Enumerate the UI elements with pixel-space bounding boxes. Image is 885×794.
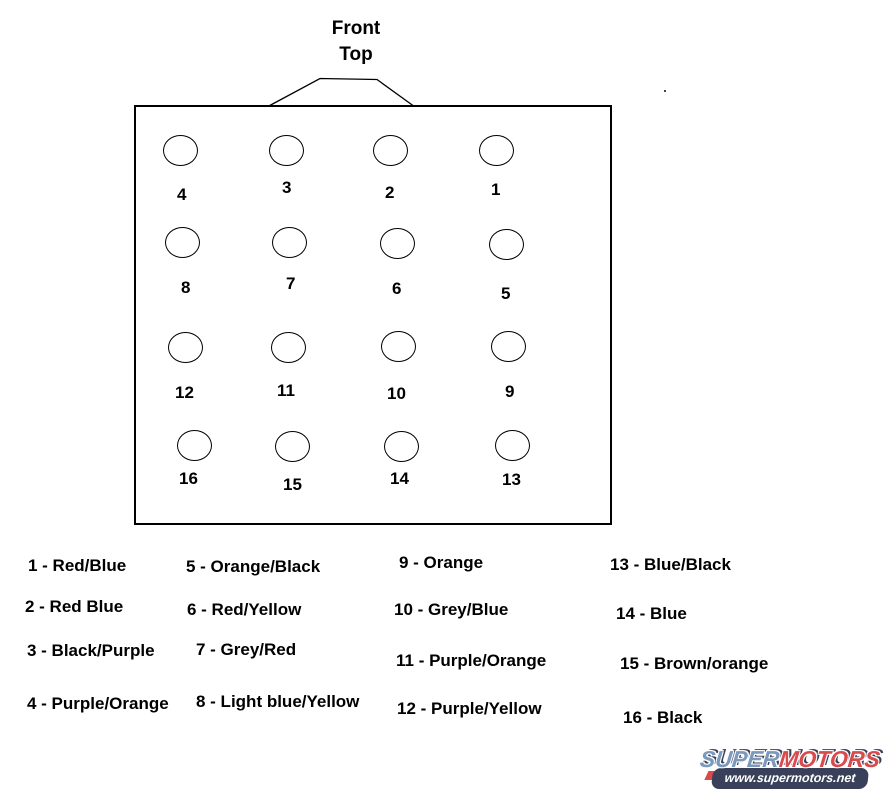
stray-dot — [664, 90, 666, 92]
legend-item-13: 13 - Blue/Black — [610, 555, 731, 574]
pin-circle-16 — [177, 430, 212, 461]
legend-item-10: 10 - Grey/Blue — [394, 600, 509, 619]
pin-circle-3 — [269, 135, 304, 166]
pin-number-13: 13 — [502, 470, 521, 489]
pin-circle-11 — [271, 332, 306, 363]
pin-number-11: 11 — [277, 381, 295, 400]
front-label-line1: Front — [331, 18, 381, 39]
legend-item-12: 12 - Purple/Yellow — [397, 699, 542, 718]
pin-number-10: 10 — [387, 384, 406, 403]
pin-circle-15 — [275, 431, 310, 462]
pin-circle-6 — [380, 228, 415, 259]
pin-number-12: 12 — [175, 383, 194, 402]
pin-circle-9 — [491, 331, 526, 362]
legend-item-8: 8 - Light blue/Yellow — [196, 692, 360, 711]
legend-item-1: 1 - Red/Blue — [28, 556, 127, 575]
watermark-motors-text: MOTORS — [777, 746, 882, 772]
pin-circle-14 — [384, 431, 419, 462]
front-top-label: Front Top — [300, 16, 412, 68]
pin-number-9: 9 — [505, 382, 515, 401]
pin-circle-10 — [381, 331, 416, 362]
pin-circle-12 — [168, 332, 203, 363]
pin-number-8: 8 — [181, 278, 191, 297]
pin-number-4: 4 — [177, 185, 187, 204]
legend-item-4: 4 - Purple/Orange — [27, 694, 169, 713]
legend-item-14: 14 - Blue — [616, 604, 687, 623]
pin-number-2: 2 — [385, 183, 395, 202]
pin-number-7: 7 — [286, 274, 296, 293]
pin-circle-13 — [495, 430, 530, 461]
legend-item-9: 9 - Orange — [399, 553, 484, 572]
legend-item-2: 2 - Red Blue — [25, 597, 124, 616]
watermark-url-text: www.supermotors.net — [723, 771, 857, 785]
pin-circle-1 — [479, 135, 514, 166]
pin-circle-4 — [163, 135, 198, 166]
pin-circle-2 — [373, 135, 408, 166]
legend-item-3: 3 - Black/Purple — [27, 641, 155, 660]
legend-item-7: 7 - Grey/Red — [196, 640, 297, 659]
pin-number-6: 6 — [392, 279, 402, 298]
legend-item-5: 5 - Orange/Black — [186, 557, 321, 576]
pin-number-14: 14 — [390, 469, 409, 488]
legend-item-16: 16 - Black — [623, 708, 703, 727]
pin-number-1: 1 — [491, 180, 501, 199]
supermotors-watermark: SUPERMOTORS www.supermotors.net — [697, 746, 882, 792]
pin-number-3: 3 — [282, 178, 292, 197]
pin-circle-5 — [489, 229, 524, 260]
legend-item-11: 11 - Purple/Orange — [396, 651, 547, 670]
connector-body-outline — [134, 105, 612, 525]
watermark-super-text: SUPER — [698, 746, 781, 772]
legend-item-15: 15 - Brown/orange — [620, 654, 769, 673]
watermark-wordmark: SUPERMOTORS — [698, 746, 882, 772]
pin-circle-8 — [165, 227, 200, 258]
front-label-line2: Top — [339, 44, 373, 65]
pin-number-5: 5 — [501, 284, 511, 303]
pin-number-16: 16 — [179, 469, 198, 488]
pin-circle-7 — [272, 227, 307, 258]
pin-number-15: 15 — [283, 475, 302, 494]
legend-item-6: 6 - Red/Yellow — [187, 600, 302, 619]
